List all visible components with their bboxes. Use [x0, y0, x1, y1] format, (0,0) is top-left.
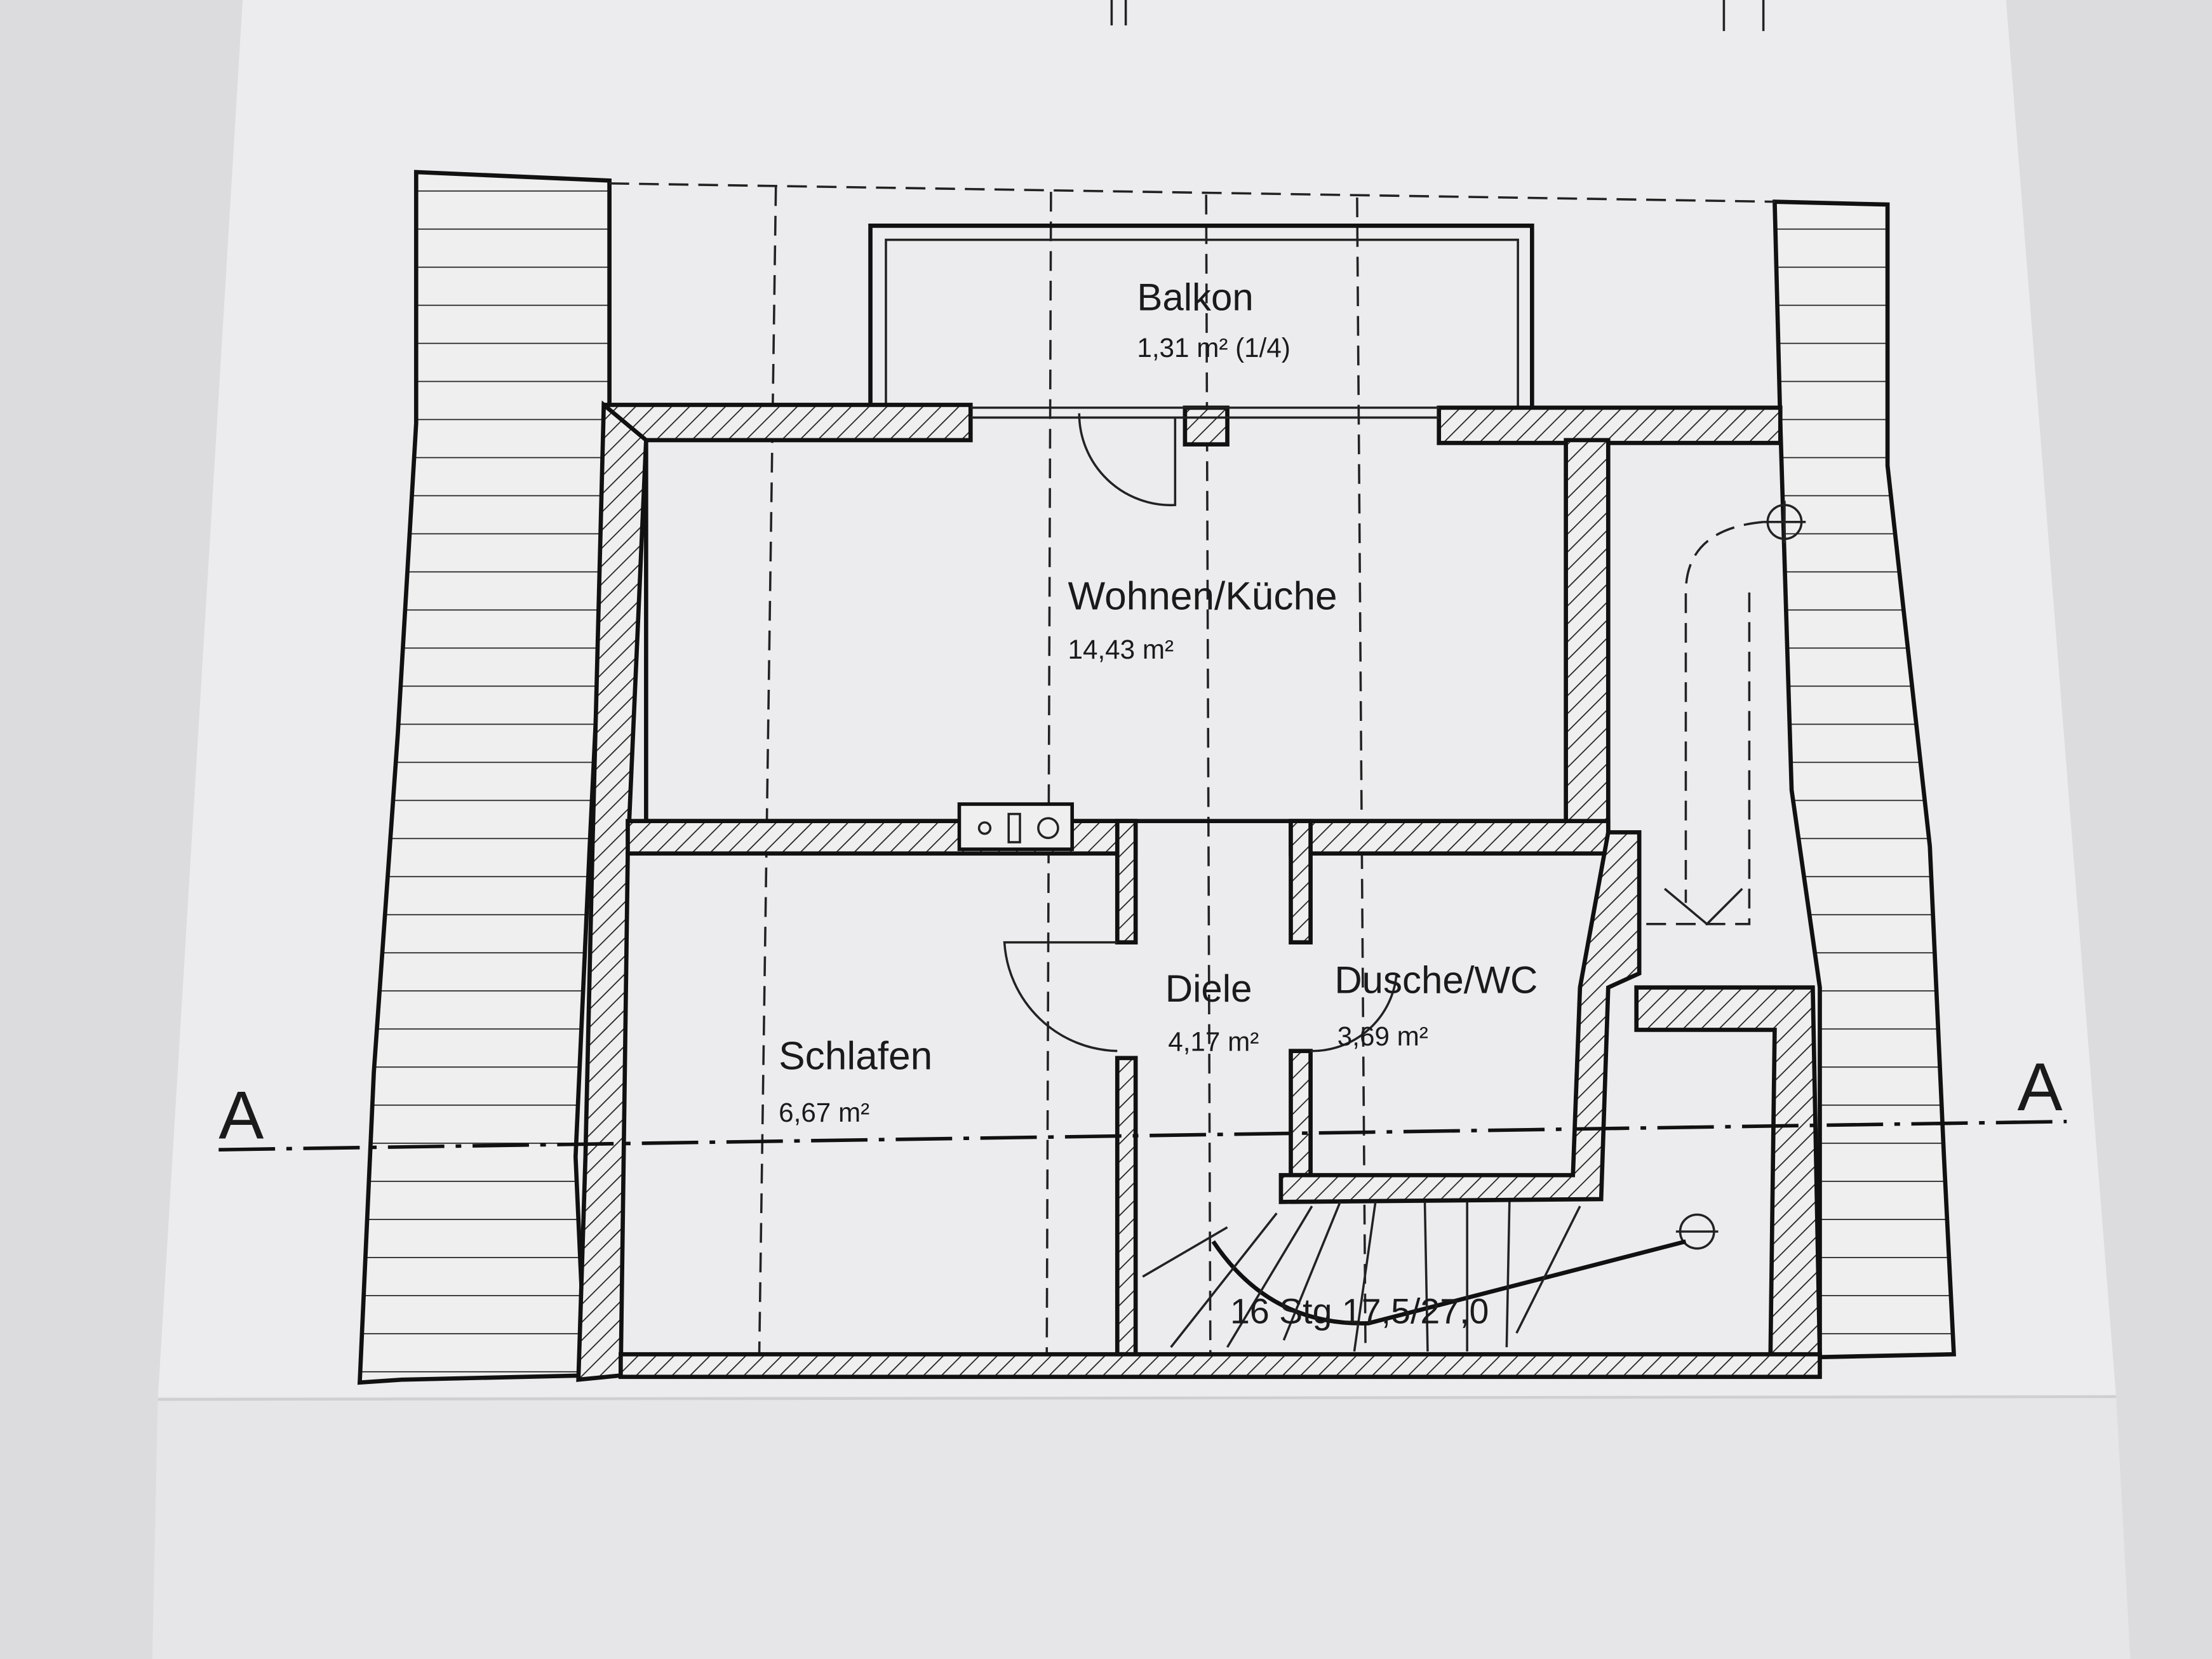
- roof-edge-line: [609, 182, 1775, 203]
- room-name-balkon: Balkon: [1137, 276, 1253, 319]
- staircase: [1142, 1201, 1687, 1352]
- top-marks: [1110, 0, 1765, 31]
- room-name-dusche: Dusche/WC: [1334, 959, 1538, 1002]
- flue-symbols: [1636, 500, 1806, 1250]
- stairs-label: 16 Stg 17,5/27,0: [1230, 1291, 1489, 1331]
- balcony: [868, 224, 1534, 410]
- room-name-schlafen: Schlafen: [779, 1035, 932, 1078]
- paper-fold-shadow: [152, 1396, 2131, 1659]
- section-marker-left: A: [218, 1077, 264, 1153]
- window-lines: [970, 406, 1439, 419]
- room-area-diele: 4,17 m²: [1168, 1027, 1259, 1057]
- room-area-wohnen: 14,43 m²: [1068, 635, 1174, 664]
- room-area-dusche: 3,69 m²: [1337, 1021, 1428, 1051]
- section-marker-right: A: [2017, 1049, 2062, 1125]
- room-name-wohnen: Wohnen/Küche: [1068, 575, 1337, 619]
- room-area-schlafen: 6,67 m²: [779, 1098, 869, 1127]
- roof-slope-right: [1772, 199, 1957, 1360]
- door-swings: [1003, 413, 1398, 1052]
- room-name-diele: Diele: [1165, 967, 1252, 1010]
- section-line-a: [218, 1119, 2067, 1152]
- walls: [576, 400, 1822, 1382]
- rafter-lines: [758, 186, 1367, 1376]
- room-area-balkon: 1,31 m² (1/4): [1137, 333, 1290, 363]
- roof-slope-left: [357, 170, 612, 1385]
